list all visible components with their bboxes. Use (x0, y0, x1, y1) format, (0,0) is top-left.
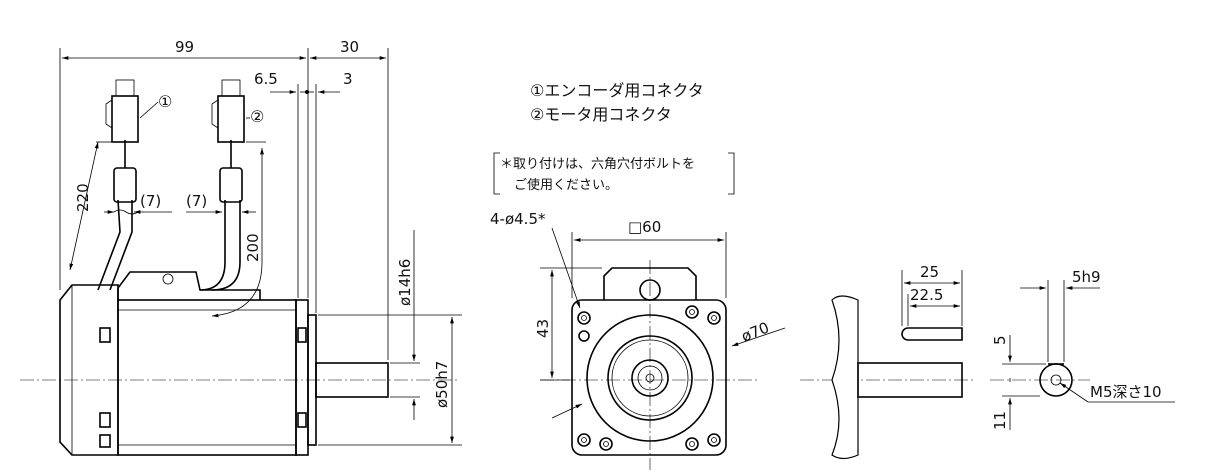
rear-cap (59, 284, 119, 456)
dim-spigot-dia: ø50h7 (433, 361, 451, 408)
connector-2 (217, 95, 245, 143)
connector-legend: ①エンコーダ用コネクタ ②モータ用コネクタ (530, 81, 704, 124)
cable-housing (117, 271, 261, 300)
front-cable-housing (603, 267, 697, 300)
dim-bend-right: (7) (186, 192, 207, 210)
motor-body (117, 299, 297, 456)
dim-shaft-length: 30 (340, 38, 359, 56)
note-line-1: ＊取り付けは、六角穴付ボルトを (500, 157, 695, 172)
note-line-2: ご使用ください。 (514, 177, 618, 193)
dim-key-length: 25 (920, 263, 939, 281)
front-flange (571, 299, 727, 456)
dim-key-offset-top: 5 (991, 335, 1009, 345)
dim-cable-right: 200 (244, 233, 262, 262)
dim-cable-left: 220 (74, 183, 92, 212)
dim-key-width: 5h9 (1072, 268, 1101, 286)
dim-tap: M5深さ10 (1090, 383, 1162, 401)
dim-bend-left: (7) (140, 192, 161, 210)
mounting-note: ＊取り付けは、六角穴付ボルトを ご使用ください。 (493, 152, 735, 195)
connector-1-mark: ① (158, 92, 172, 111)
dim-key-offset-bottom: 11 (991, 411, 1009, 430)
side-view: ① ② 99 30 6.5 3 220 200 (7) (20, 38, 462, 456)
front-shaft (631, 359, 669, 397)
detail-shaft (857, 362, 963, 398)
connector-2-mark: ② (250, 107, 264, 126)
legend-line-1: ①エンコーダ用コネクタ (530, 81, 704, 100)
dim-key-length-inner: 22.5 (910, 286, 943, 304)
rear-slot-3 (99, 434, 111, 448)
dim-flange-offset: 6.5 (254, 70, 278, 88)
connector-1 (111, 95, 139, 143)
shaft (315, 362, 389, 398)
cable-left-boot (113, 167, 137, 203)
cable-left (97, 199, 133, 291)
cable-right (199, 200, 241, 291)
rear-slot-2 (99, 412, 111, 428)
shaft-detail: 25 22.5 (800, 263, 975, 460)
front-mount-holes (577, 305, 721, 451)
shaft-key (901, 327, 963, 341)
shaft-break-section (831, 295, 859, 460)
dim-height: 43 (534, 319, 552, 338)
dim-holes: 4-ø4.5* (490, 210, 546, 228)
front-spigot (607, 335, 693, 421)
dim-flange-thickness: 3 (343, 70, 353, 88)
dim-pcd: ø70 (739, 318, 772, 345)
flange (295, 299, 309, 456)
cable-right-boot (219, 167, 243, 203)
dim-shaft-dia: ø14h6 (396, 259, 414, 306)
legend-line-2: ②モータ用コネクタ (530, 105, 672, 124)
front-view: 4-ø4.5* □60 43 ø70 (490, 210, 786, 470)
shaft-end-view: 5h9 5 11 M5深さ10 (990, 268, 1175, 430)
rear-slot-1 (99, 327, 111, 343)
dim-overall-length: 99 (175, 38, 194, 56)
dim-square: □60 (628, 218, 661, 236)
